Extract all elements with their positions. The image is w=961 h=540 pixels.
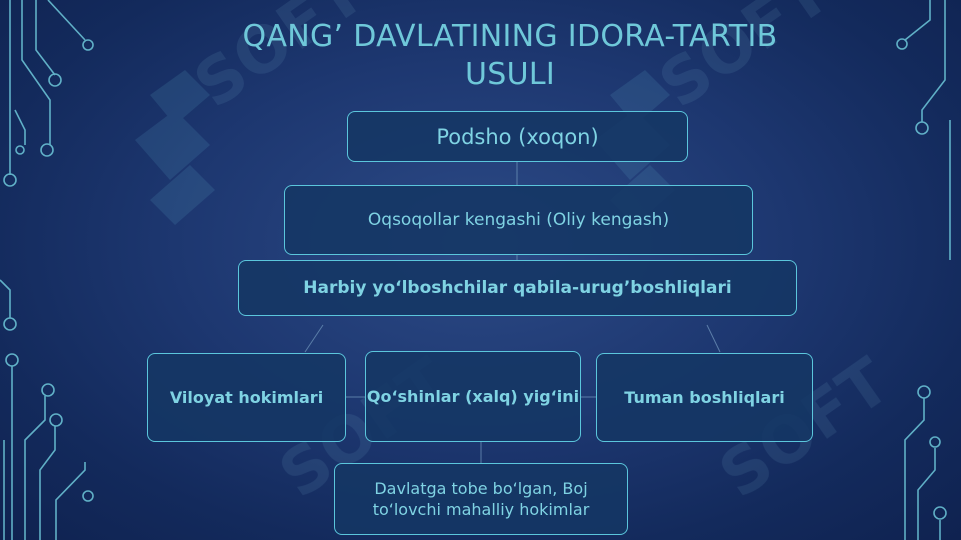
connector-lines (304, 162, 721, 463)
node-podsho: Podsho (xoqon) (347, 111, 688, 162)
page-title: QANG’ DAVLATINING IDORA-TARTIB USULI (242, 19, 778, 92)
node-oqsoqollar-kengashi: Oqsoqollar kengashi (Oliy kengash) (284, 185, 753, 255)
node-qoshinlar-yigini: Qo‘shinlar (xalq) yig‘ini (365, 351, 581, 442)
node-tuman-boshliqlari: Tuman boshliqlari (596, 353, 813, 442)
circuit-left (0, 0, 94, 540)
node-mahalliy-hokimlar: Davlatga tobe bo‘lgan, Boj to‘lovchi mah… (334, 463, 628, 535)
node-harbiy-yolboshchilar: Harbiy yo‘lboshchilar qabila-urug’boshli… (238, 260, 797, 316)
circuit-right (896, 0, 951, 540)
node-viloyat-hokimlari: Viloyat hokimlari (147, 353, 346, 442)
